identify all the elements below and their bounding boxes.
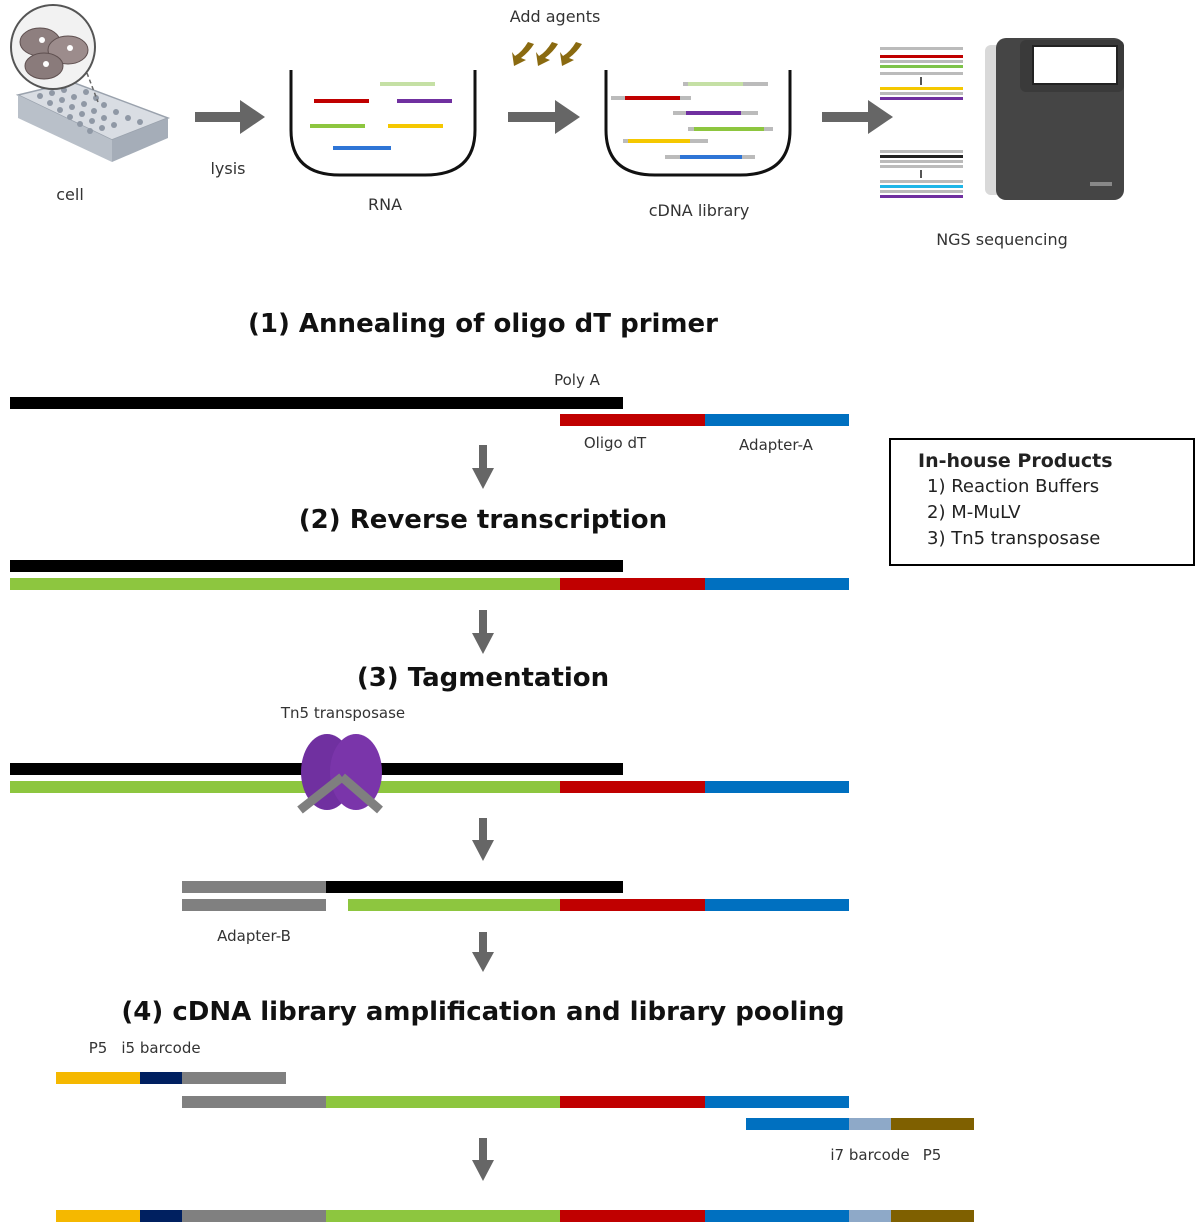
adapter-b-label: Adapter-B bbox=[217, 927, 291, 945]
rna-strand bbox=[326, 881, 623, 893]
cell-label: cell bbox=[56, 185, 84, 204]
tn5-transposase-icon bbox=[297, 734, 383, 814]
i5-barcode-segment bbox=[140, 1210, 182, 1222]
cdna-segment bbox=[326, 1096, 560, 1108]
add-agents-arrows-icon bbox=[512, 42, 582, 66]
p5-label: P5 bbox=[89, 1039, 108, 1057]
cdna-library-label: cDNA library bbox=[649, 201, 750, 220]
cdna-tube-icon bbox=[604, 70, 792, 177]
cdna-segment bbox=[10, 781, 560, 793]
rna-strand bbox=[10, 397, 623, 409]
i7-barcode-segment bbox=[849, 1118, 891, 1130]
adapter-a-segment bbox=[705, 1096, 849, 1108]
arrow-down-icon bbox=[472, 445, 494, 489]
arrow-right-icon bbox=[195, 100, 265, 134]
adapter-b-segment bbox=[182, 1096, 326, 1108]
adapter-b-segment bbox=[182, 1072, 286, 1084]
arrow-down-icon bbox=[472, 1138, 494, 1181]
in-house-products-box: In-house Products 1) Reaction Buffers 2)… bbox=[889, 438, 1195, 566]
adapter-a-segment bbox=[705, 578, 849, 590]
product-item: 1) Reaction Buffers bbox=[927, 476, 1100, 497]
adapter-b-segment bbox=[182, 899, 326, 911]
tn5-transposase-label: Tn5 transposase bbox=[280, 704, 405, 722]
arrow-right-icon bbox=[822, 100, 893, 134]
p5-label-bottom: P5 bbox=[923, 1146, 942, 1164]
cdna-segment bbox=[10, 578, 560, 590]
sequencer-icon bbox=[985, 38, 1124, 200]
step1-title: (1) Annealing of oligo dT primer bbox=[248, 309, 718, 339]
adapter-a-segment bbox=[705, 781, 849, 793]
oligo-dt-segment bbox=[560, 899, 705, 911]
poly-a-label: Poly A bbox=[554, 371, 601, 389]
p5-segment bbox=[56, 1072, 140, 1084]
i5-barcode-segment bbox=[140, 1072, 182, 1084]
p7-segment bbox=[891, 1118, 974, 1130]
adapter-a-segment bbox=[746, 1118, 849, 1130]
ngs-sequencing-label: NGS sequencing bbox=[936, 230, 1068, 249]
products-list: 1) Reaction Buffers 2) M-MuLV 3) Tn5 tra… bbox=[918, 474, 1193, 552]
rna-label: RNA bbox=[368, 195, 402, 214]
oligo-dt-segment bbox=[560, 414, 705, 426]
i7-barcode-label: i7 barcode bbox=[830, 1146, 909, 1164]
adapter-a-segment bbox=[705, 414, 849, 426]
arrow-down-icon bbox=[472, 610, 494, 654]
lysis-label: lysis bbox=[210, 159, 245, 178]
step4-title: (4) cDNA library amplification and libra… bbox=[121, 997, 844, 1027]
cell-plate-icon bbox=[15, 81, 171, 162]
oligo-dt-segment bbox=[560, 1096, 705, 1108]
oligo-dt-label: Oligo dT bbox=[584, 434, 647, 452]
adapter-b-segment bbox=[182, 1210, 326, 1222]
adapter-b-segment bbox=[182, 881, 326, 893]
arrow-down-icon bbox=[472, 818, 494, 861]
product-item: 3) Tn5 transposase bbox=[927, 528, 1101, 549]
oligo-dt-segment bbox=[560, 578, 705, 590]
adapter-a-segment bbox=[705, 1210, 849, 1222]
arrow-right-icon bbox=[508, 100, 580, 134]
p7-segment bbox=[891, 1210, 974, 1222]
step3-title: (3) Tagmentation bbox=[357, 663, 609, 693]
oligo-dt-segment bbox=[560, 1210, 705, 1222]
cell-magnified-icon bbox=[10, 4, 99, 103]
i7-barcode-segment bbox=[849, 1210, 891, 1222]
adapter-a-segment bbox=[705, 899, 849, 911]
rna-tube-icon bbox=[289, 70, 477, 177]
product-item: 2) M-MuLV bbox=[927, 502, 1021, 523]
arrow-down-icon bbox=[472, 932, 494, 972]
adapter-a-label: Adapter-A bbox=[739, 436, 814, 454]
ngs-reads-icon bbox=[880, 47, 963, 198]
oligo-dt-segment bbox=[560, 781, 705, 793]
i5-barcode-label: i5 barcode bbox=[121, 1039, 200, 1057]
p5-segment bbox=[56, 1210, 140, 1222]
add-agents-label: Add agents bbox=[510, 7, 601, 26]
cdna-segment bbox=[326, 1210, 560, 1222]
cdna-segment bbox=[348, 899, 560, 911]
step2-title: (2) Reverse transcription bbox=[299, 505, 667, 535]
rna-strand bbox=[10, 560, 623, 572]
products-title: In-house Products bbox=[918, 450, 1113, 472]
